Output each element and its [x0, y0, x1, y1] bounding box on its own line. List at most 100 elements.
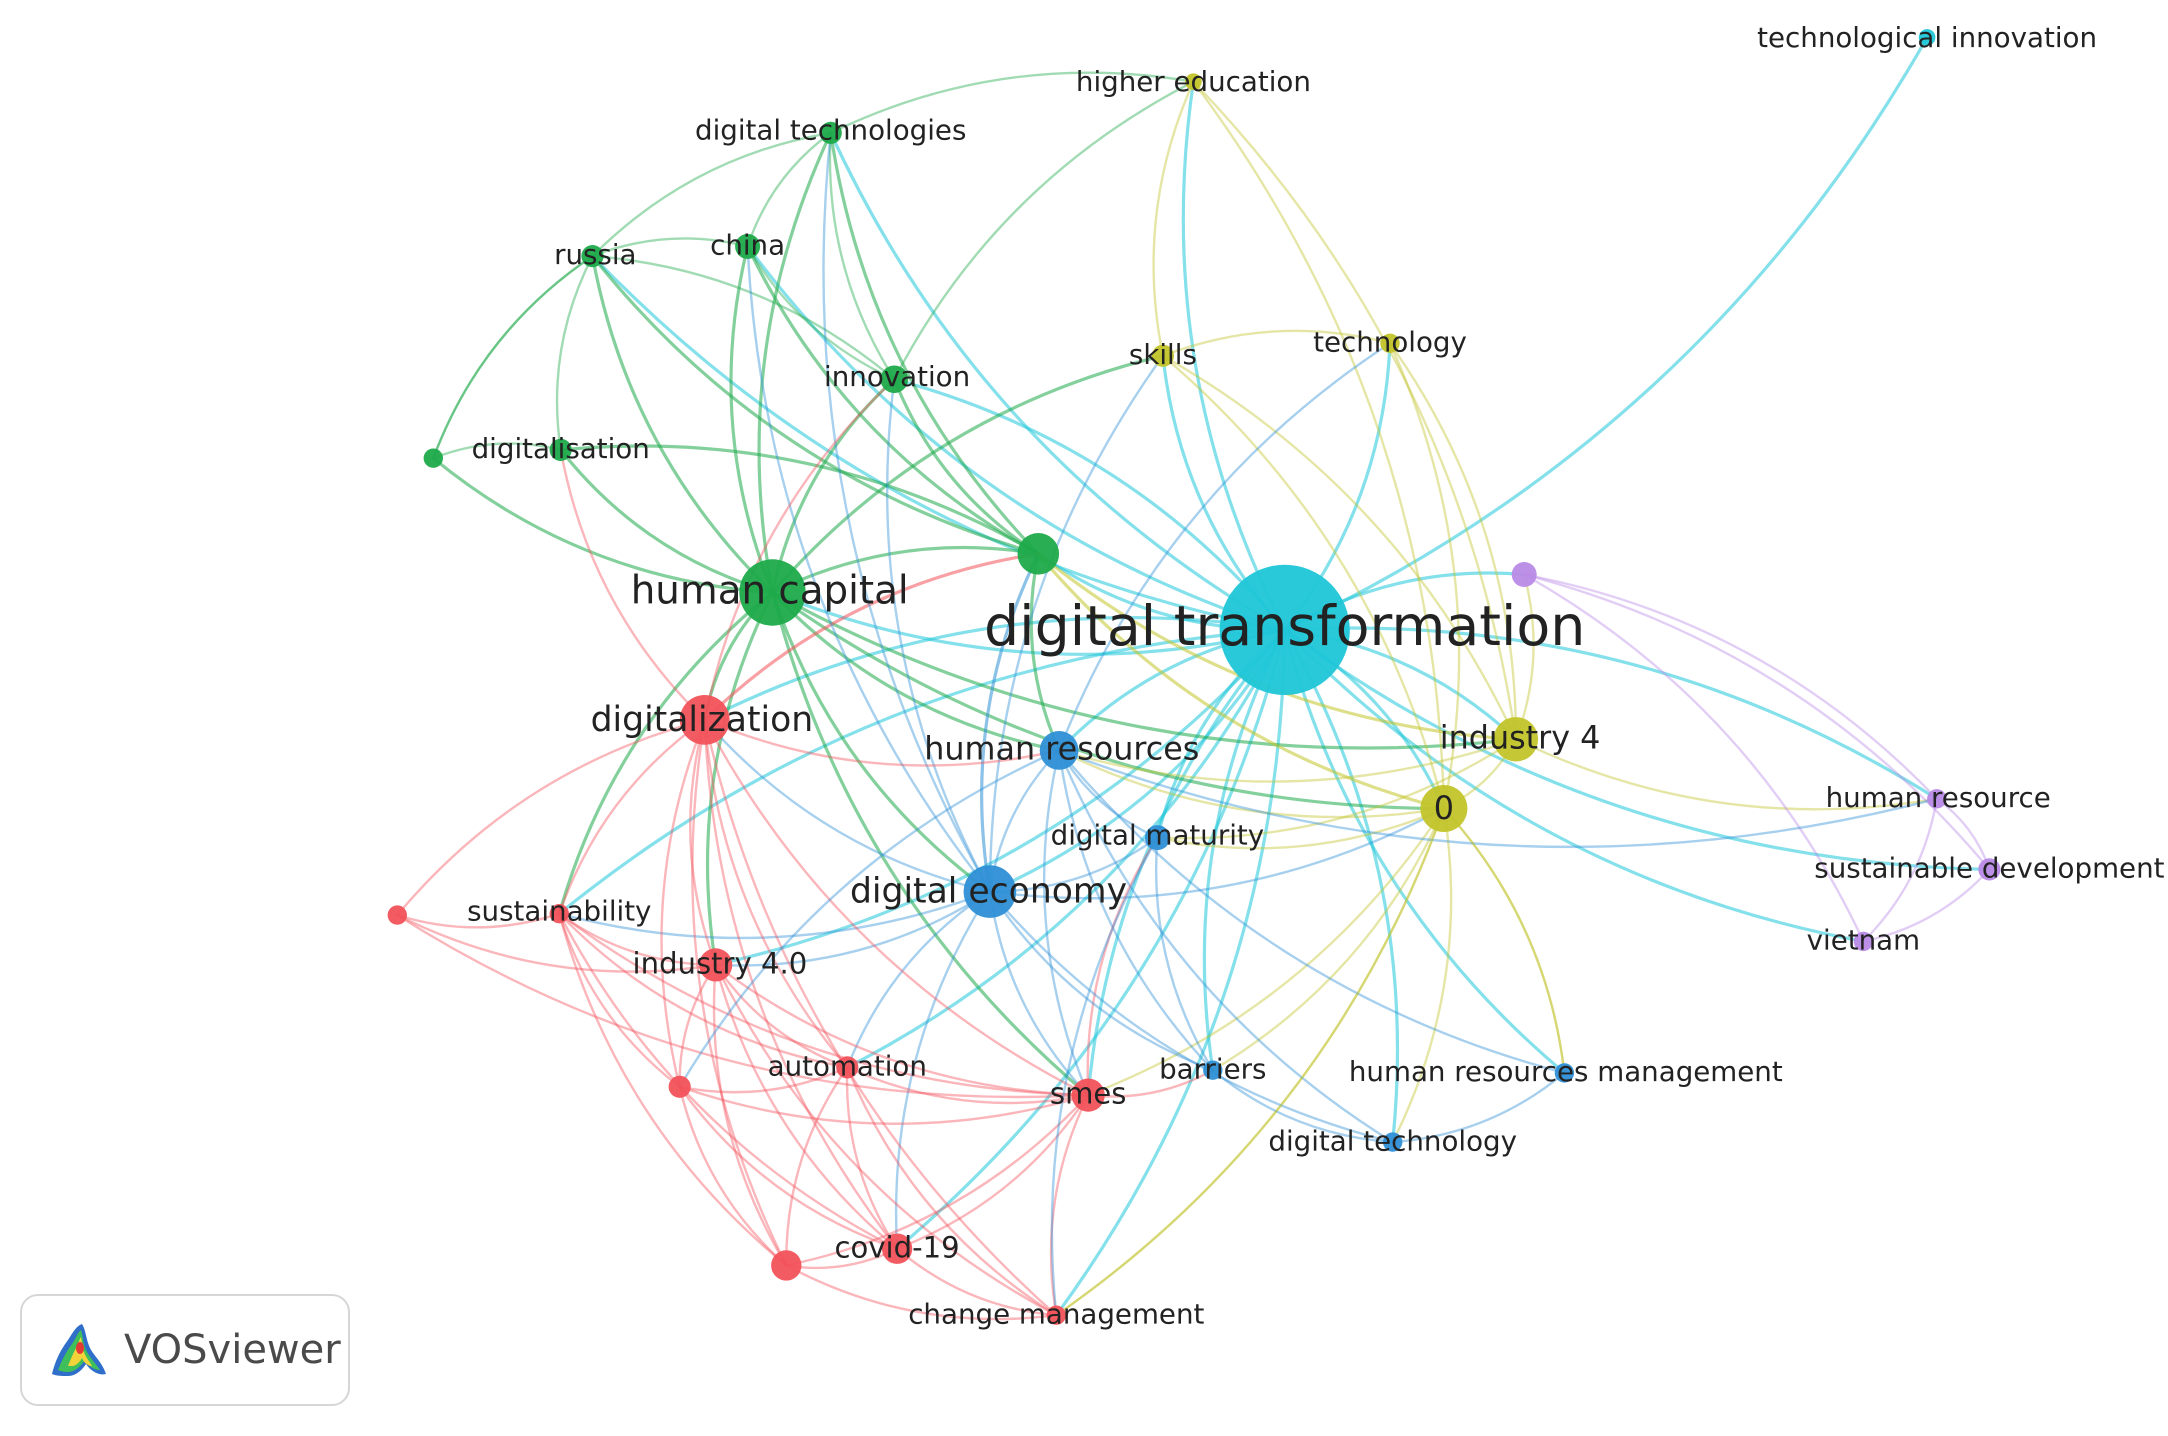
edge-higher-education-innovation: [893, 80, 1195, 381]
edge-industry-4-digital-maturity: [1156, 738, 1518, 840]
node-digitalization[interactable]: [679, 695, 730, 745]
node-purple-hub[interactable]: [1511, 562, 1537, 587]
edge-human-resources-barriers: [1057, 749, 1214, 1072]
node-digital-economy[interactable]: [963, 865, 1017, 918]
node-sustainable-development[interactable]: [1978, 858, 2001, 881]
edge-red-hub-left-sustainability: [396, 912, 561, 929]
node-red-hub-left[interactable]: [387, 905, 407, 925]
edge-digital-technologies-higher-education: [829, 71, 1195, 135]
node-digital-maturity[interactable]: [1144, 825, 1170, 851]
edge-red-hub-low-red-hub-bottom: [678, 1085, 788, 1267]
edge-china-innovation: [746, 245, 896, 381]
edge-human-capital-industry-4-0: [705, 590, 775, 967]
edge-russia-digitalisation: [555, 254, 594, 452]
node-smes[interactable]: [1071, 1078, 1105, 1112]
label-industry-4: industry 4: [1440, 719, 1601, 756]
edge-automation-red-hub-bottom: [785, 1066, 849, 1267]
vosviewer-label: VOSviewer: [124, 1327, 341, 1373]
node-digital-technologies[interactable]: [819, 121, 842, 144]
label-sustainability: sustainability: [467, 894, 651, 927]
node-green-hub[interactable]: [1017, 533, 1060, 575]
node-russia[interactable]: [581, 245, 604, 268]
edge-industry-4-0-smes: [714, 963, 1090, 1097]
label-digital-transformation: digital transformation: [984, 595, 1585, 659]
vosviewer-logo-icon: [52, 1324, 106, 1376]
edge-digital-transformation-industry-4-0: [714, 628, 1287, 967]
node-change-management[interactable]: [1046, 1305, 1067, 1325]
edge-digital-technologies-digital-economy: [822, 131, 992, 893]
edge-skills-industry-4: [1161, 354, 1518, 741]
edge-digitalization-automation: [703, 718, 849, 1069]
node-technology[interactable]: [1380, 333, 1400, 353]
edge-russia-innovation: [591, 254, 896, 381]
edge-skills-higher-education: [1152, 80, 1195, 357]
node-automation[interactable]: [836, 1056, 859, 1079]
edge-china-digital-economy: [746, 245, 992, 893]
node-industry-4[interactable]: [1493, 717, 1539, 762]
edge-purple-hub-human-resource: [1523, 573, 1938, 800]
node-innovation[interactable]: [880, 365, 909, 394]
edge-sustainability-automation: [558, 912, 849, 1069]
edge-zero-change-management: [1055, 807, 1446, 1317]
label-automation: automation: [768, 1050, 927, 1083]
edge-digitalization-covid-19: [703, 718, 899, 1250]
node-red-hub-low[interactable]: [668, 1075, 691, 1098]
label-technology: technology: [1313, 326, 1467, 359]
edge-zero-human-resources: [1057, 749, 1446, 819]
edge-skills-digital-economy: [988, 354, 1165, 893]
edge-digitalization-industry-4-0: [689, 718, 717, 967]
node-industry-4-0[interactable]: [699, 948, 733, 982]
node-higher-education[interactable]: [1185, 73, 1202, 90]
label-smes: smes: [1050, 1077, 1127, 1111]
label-sustainable-development: sustainable development: [1814, 852, 2164, 885]
node-barriers[interactable]: [1203, 1060, 1223, 1080]
edge-digital-transformation-digital-technologies: [829, 131, 1287, 632]
edge-smes-change-management: [1049, 1093, 1090, 1317]
edge-zero-digital-technology: [1391, 807, 1453, 1144]
node-red-hub-bottom[interactable]: [771, 1250, 802, 1281]
label-digitalization: digitalization: [591, 700, 814, 740]
edge-sustainability-smes: [558, 912, 1090, 1097]
node-covid-19[interactable]: [881, 1233, 913, 1264]
node-skills[interactable]: [1151, 344, 1174, 367]
node-technological-innovation[interactable]: [1918, 29, 1936, 46]
edge-human-resources-human-resources-management: [1057, 749, 1566, 1075]
edge-red-hub-low-smes: [678, 1085, 1090, 1125]
edge-china-digital-technologies: [746, 131, 832, 248]
label-digital-technology: digital technology: [1268, 1124, 1517, 1157]
edge-digitalisation-hub-russia: [432, 254, 594, 460]
node-digital-technology[interactable]: [1383, 1132, 1403, 1152]
edge-digitalization-smes: [703, 718, 1090, 1097]
edge-digital-maturity-barriers: [1154, 836, 1214, 1072]
edge-human-resources-human-resource: [1057, 749, 1938, 849]
edge-digitalization-red-hub-low: [660, 718, 706, 1088]
network-edges: [396, 35, 1991, 1321]
node-digitalisation-hub[interactable]: [423, 448, 443, 468]
label-human-resource: human resource: [1826, 781, 2051, 814]
node-human-resource[interactable]: [1927, 789, 1947, 809]
node-human-resources-management[interactable]: [1554, 1063, 1575, 1083]
label-skills: skills: [1129, 338, 1197, 371]
node-china[interactable]: [735, 233, 761, 259]
node-human-resources[interactable]: [1039, 731, 1079, 770]
node-digitalisation[interactable]: [549, 438, 572, 461]
edge-red-hub-left-smes: [396, 913, 1090, 1099]
node-vietnam[interactable]: [1853, 931, 1874, 952]
edge-industry-4-human-resources: [1057, 738, 1518, 783]
edge-human-resources-digital-technology: [1057, 749, 1394, 1144]
node-sustainability[interactable]: [549, 904, 569, 924]
edge-industry-4-human-resource: [1514, 738, 1938, 811]
label-innovation: innovation: [824, 360, 970, 393]
node-zero[interactable]: [1420, 785, 1468, 832]
node-digital-transformation[interactable]: [1219, 564, 1350, 696]
node-human-capital[interactable]: [739, 559, 806, 626]
edge-digital-transformation-human-resource: [1283, 626, 1939, 801]
vosviewer-badge: VOSviewer: [20, 1294, 350, 1406]
edge-human-capital-human-resources: [770, 590, 1061, 752]
edge-digital-transformation-automation: [845, 628, 1287, 1069]
edge-red-hub-low-covid-19: [678, 1085, 899, 1250]
edge-technology-zero: [1388, 342, 1461, 810]
edge-digital-economy-industry-4-0: [714, 890, 992, 967]
